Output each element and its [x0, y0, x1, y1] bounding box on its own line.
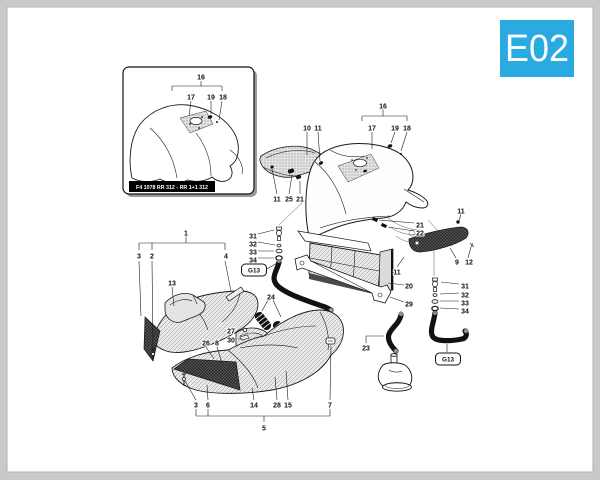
fitting-stack-right: [428, 249, 469, 352]
callout-25: 25: [285, 197, 293, 204]
callout-34: 34: [461, 309, 469, 316]
fastener-11-top: [318, 161, 324, 165]
callout-18: 18: [219, 95, 227, 102]
callout-4: 4: [224, 254, 228, 261]
airbox-radiator: [297, 230, 394, 295]
fastener-11-left: [270, 165, 274, 169]
callout-32: 32: [461, 293, 469, 300]
trim-sliver: [225, 286, 245, 302]
bracket-30: [239, 334, 250, 341]
cover-panel-fasteners: [270, 161, 324, 180]
callout-3: 3: [194, 403, 198, 410]
callout-14: 14: [250, 403, 258, 410]
callout-21: 21: [416, 223, 424, 230]
callout-26: 26: [202, 341, 210, 348]
table-badge: E02: [500, 20, 574, 77]
callout-16: 16: [379, 104, 387, 111]
callout-24: 24: [267, 295, 275, 302]
callout-2: 2: [150, 254, 154, 261]
fastener-11: [456, 220, 460, 224]
inset-caption-bar: [129, 181, 215, 192]
bolt-21: [371, 216, 379, 223]
leader-lines: [138, 109, 472, 422]
callout-19: 19: [391, 126, 399, 133]
table-badge-box: [500, 20, 574, 77]
fuel-hose-right: [428, 310, 469, 344]
callout-34: 34: [249, 258, 257, 265]
fuel-cap-area: [337, 153, 380, 183]
callout-32: 32: [249, 242, 257, 249]
callout-31: 31: [249, 234, 257, 241]
inset-caption: F4 1078 RR 312 - RR 1+1 312: [136, 185, 208, 191]
callout-20: 20: [405, 284, 413, 291]
callout-27: 27: [227, 329, 235, 336]
callout-23: 23: [362, 346, 370, 353]
fuel-hose-left: [271, 259, 334, 313]
bolt-27: [242, 327, 248, 333]
fuel-tank: [305, 143, 429, 237]
callout-G13: G13: [442, 357, 454, 364]
breather-hose-23: [385, 311, 404, 354]
callout-31: 31: [461, 284, 469, 291]
callout-28: 28: [273, 403, 281, 410]
pad-25: [287, 168, 295, 174]
callout-6: 6: [206, 403, 210, 410]
callout-11: 11: [273, 197, 281, 204]
callout-1: 1: [184, 231, 188, 238]
callout-11: 11: [393, 270, 401, 277]
inset-tank-sketch: [129, 104, 243, 184]
inset-screw: [216, 121, 218, 123]
callout-G13: G13: [248, 268, 260, 275]
callout-5: 5: [262, 426, 266, 433]
callout-11: 11: [457, 209, 465, 216]
callout-16: 16: [197, 75, 205, 82]
g13-tag-box: [241, 263, 267, 277]
callout-21: 21: [296, 197, 304, 204]
heat-shield-20: [309, 273, 378, 295]
g13-tag-box: [435, 352, 461, 366]
bolt-22: [380, 222, 388, 229]
callout-29: 29: [405, 302, 413, 309]
callout-10: 10: [303, 126, 311, 133]
page-sheet: [6, 6, 594, 473]
inset-leader-lines: [171, 81, 223, 121]
mount-21: [295, 174, 302, 180]
inset-box: F4 1078 RR 312 - RR 1+1 312 16 17 19 18: [122, 66, 257, 197]
callout-19: 19: [207, 95, 215, 102]
callout-11: 11: [314, 126, 322, 133]
callout-17: 17: [187, 95, 195, 102]
callout-8: 8: [215, 341, 219, 348]
inset-grommet: [207, 115, 213, 119]
bracket-13: [164, 293, 206, 323]
mesh-intake: [173, 358, 241, 391]
screw-18: [400, 153, 402, 155]
lower-fairing: [151, 309, 344, 394]
mesh-panel-9: [408, 220, 475, 253]
callout-17: 17: [368, 126, 376, 133]
callout-15: 15: [284, 403, 292, 410]
callout-13: 13: [168, 281, 176, 288]
fuel-cap: [353, 158, 367, 168]
callout-33: 33: [249, 250, 257, 257]
side-panels-left: [143, 286, 259, 362]
bracket-29: [294, 254, 392, 304]
callout-3: 3: [137, 254, 141, 261]
callout-33: 33: [461, 301, 469, 308]
callout-18: 18: [403, 126, 411, 133]
grommet-19: [387, 144, 393, 148]
callout-12: 12: [465, 260, 473, 267]
table-badge-label: E02: [505, 28, 569, 70]
callout-9: 9: [455, 260, 459, 267]
callout-22: 22: [416, 231, 424, 238]
callout-30: 30: [227, 338, 235, 345]
callout-7: 7: [328, 403, 332, 410]
drain-funnel: [377, 353, 413, 392]
